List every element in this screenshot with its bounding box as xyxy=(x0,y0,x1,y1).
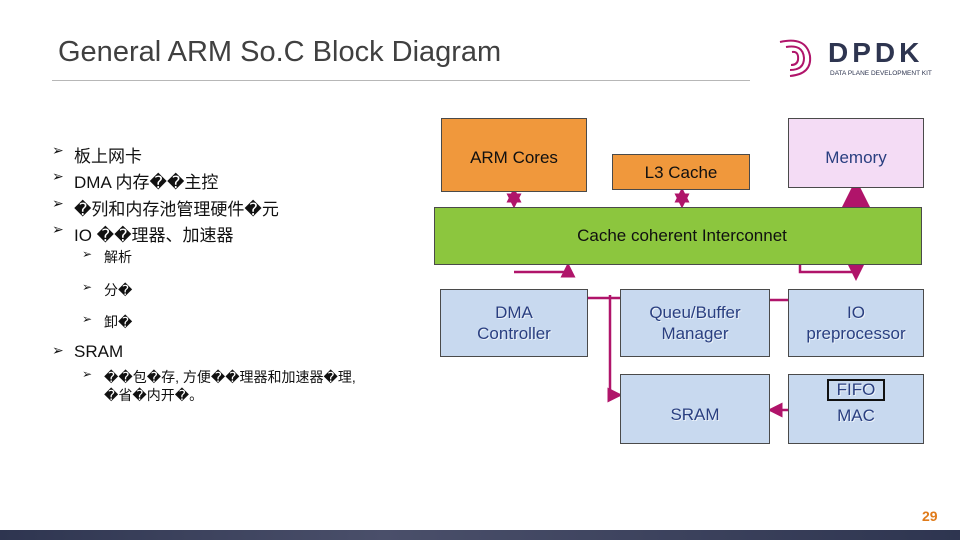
dpdk-logo: DPDK DATA PLANE DEVELOPMENT KIT xyxy=(779,37,932,77)
dma-controller-box: DMA Controller xyxy=(440,289,588,357)
arrow-bullet-icon: ➢ xyxy=(52,195,64,211)
title-divider xyxy=(52,80,750,81)
interconnect-box: Cache coherent Interconnet xyxy=(434,207,922,265)
fifo-mac-box: FIFO MAC xyxy=(788,374,924,444)
arrow-bullet-icon: ➢ xyxy=(82,247,93,261)
arrow-bullet-icon: ➢ xyxy=(82,312,93,326)
arrow-bullet-icon: ➢ xyxy=(52,221,64,237)
interconnect-dma-arrow xyxy=(514,262,576,278)
arrow-bullet-icon: ➢ xyxy=(52,342,64,358)
interconnect-io-arrow xyxy=(798,265,855,274)
l3-cache-box: L3 Cache xyxy=(612,154,750,190)
fifo-label: FIFO xyxy=(826,379,886,401)
logo-wordmark: DPDK xyxy=(828,37,923,68)
sram-box: SRAM xyxy=(620,374,770,444)
mac-label: MAC xyxy=(837,406,875,425)
arrow-bullet-icon: ➢ xyxy=(82,280,93,294)
arrow-bullet-icon: ➢ xyxy=(82,367,93,381)
logo-tagline: DATA PLANE DEVELOPMENT KIT xyxy=(830,70,932,77)
arm-cores-box: ARM Cores xyxy=(441,118,587,192)
footer-bar xyxy=(0,530,960,540)
memory-box: Memory xyxy=(788,118,924,188)
logo-swirl-icon xyxy=(779,39,812,77)
io-preprocessor-box: IO preprocessor xyxy=(788,289,924,357)
arrow-bullet-icon: ➢ xyxy=(52,142,64,158)
queue-buffer-manager-box: Queu/Buffer Manager xyxy=(620,289,770,357)
arrow-bullet-icon: ➢ xyxy=(52,168,64,184)
page-title: General ARM So.C Block Diagram xyxy=(58,36,502,68)
page-number: 29 xyxy=(922,508,938,524)
